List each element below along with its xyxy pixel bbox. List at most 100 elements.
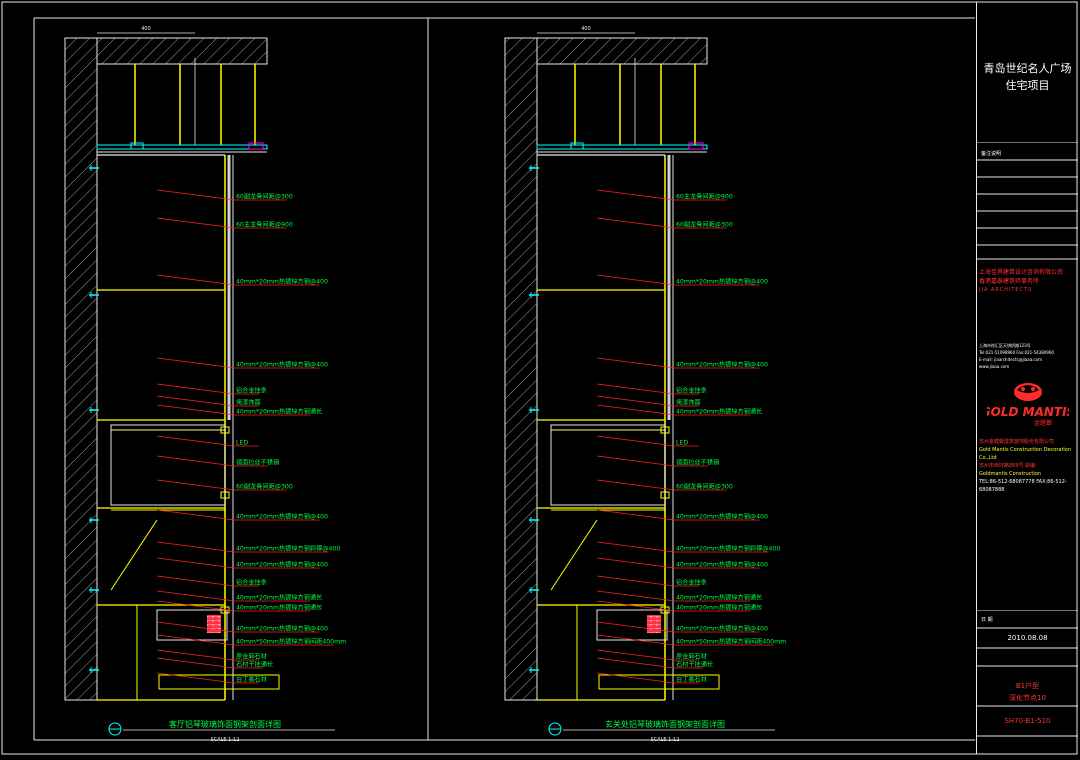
annotation-label: 40mm*20mm热镀锌方钢通长 <box>236 594 322 602</box>
firm-en: JIA ARCHITECTS <box>979 287 1033 293</box>
ceiling-joist <box>96 144 268 150</box>
sheet-number: SH70-B1-510 <box>1004 717 1051 725</box>
leader-line <box>156 590 236 602</box>
annotation-label: 铝合金挂条 <box>676 579 707 587</box>
leader-line <box>156 509 236 521</box>
annotation-label: 40mm*20mm热镀锌方钢通长 <box>676 594 762 602</box>
annotation-label: 40mm*50mm热镀锌方钢间距400mm <box>676 638 786 646</box>
joint-node <box>660 426 670 434</box>
contractor-city: 苏州市西环路888号 邮编: <box>979 463 1037 469</box>
logo-sub: 金螳螂 <box>1034 419 1052 427</box>
leader-line <box>596 649 676 661</box>
dimension-top: 400 <box>141 26 151 32</box>
annotation-label: 铝合金挂条 <box>676 387 707 395</box>
annotation-label: 40mm*20mm热镀锌方钢@400 <box>236 625 328 633</box>
joint-node <box>220 491 230 499</box>
firm-address: 上海市徐汇区天钥桥路123号 <box>979 343 1031 348</box>
ceiling-slab <box>536 37 708 65</box>
annotation-label: 40mm*20mm热镀锌方钢斜撑@400 <box>236 545 340 553</box>
annotation-label: 40mm*20mm热镀锌方钢@400 <box>236 361 328 369</box>
annotation-label: 烤漆饰面 <box>236 399 261 407</box>
ceiling-clip <box>130 142 144 150</box>
contractor-tel: TEL:86-512-68087778 FAX:86-512-68087888 <box>979 479 1067 493</box>
leader-line <box>596 404 676 416</box>
wall-hatch <box>504 37 538 701</box>
section-drawing-right: 40060主龙骨间距@90060副龙骨间距@30040mm*20mm热镀锌方钢@… <box>504 26 786 743</box>
annotation-label: 40mm*20mm热镀锌方钢通长 <box>236 408 322 416</box>
leader-line <box>156 575 236 587</box>
drawing-scale: SCALE 1:12 <box>211 737 240 743</box>
annotation-label: 镜面拉丝不锈钢 <box>676 459 719 467</box>
sheet-name: B1户型 深化节点10 <box>977 680 1078 704</box>
architect-firm: 上海佳界建筑设计咨询有限公司 香港嘉泰建筑师事务所 JIA ARCHITECTS <box>979 268 1077 295</box>
leader-line <box>156 557 236 569</box>
leader-line <box>596 634 676 646</box>
annotation-label: 镜面拉丝不锈钢 <box>236 459 279 467</box>
date-label: 日 期 <box>981 617 993 623</box>
contractor-info: 苏州金螳螂建筑装饰股份有限公司 Gold Mantis Construction… <box>979 438 1077 494</box>
diagonal-brace <box>550 519 598 591</box>
title-block: 青岛世纪名人广场 住宅项目 备注说明 上海佳界建筑设计咨询有限公司 香港嘉泰建筑… <box>976 2 1078 754</box>
annotation-label: 石材干挂通长 <box>236 661 273 669</box>
annotation-label: 40mm*20mm热镀锌方钢@400 <box>676 625 768 633</box>
annotation-label: 40mm*20mm热镀锌方钢@400 <box>236 513 328 521</box>
leader-line <box>156 357 236 369</box>
firm-cn-1: 上海佳界建筑设计咨询有限公司 <box>979 269 1064 276</box>
annotation-label: 40mm*20mm热镀锌方钢通长 <box>236 604 322 612</box>
annotation-label: 40mm*50mm热镀锌方钢间距400mm <box>236 638 346 646</box>
leader-line <box>596 383 676 395</box>
stone-plinth <box>156 609 228 641</box>
ceiling-slab <box>96 37 268 65</box>
leader-line <box>156 404 236 416</box>
leader-line <box>156 189 236 201</box>
leader-line <box>596 541 676 553</box>
annotation-label: 40mm*20mm热镀锌方钢斜撑@400 <box>676 545 780 553</box>
contractor-web: Goldmantis Construction <box>979 471 1041 477</box>
leader-line <box>156 479 236 491</box>
annotation-label: 40mm*20mm热镀锌方钢@400 <box>676 361 768 369</box>
logo-text: GOLD MANTIS <box>987 405 1069 419</box>
led-cavity <box>550 424 666 506</box>
gold-mantis-logo: GOLD MANTIS 金螳螂 <box>987 383 1069 427</box>
leader-line <box>596 657 676 669</box>
leader-line <box>156 672 236 684</box>
leader-line <box>596 395 676 407</box>
leader-line <box>156 395 236 407</box>
sheet-name-1: B1户型 <box>1015 682 1040 690</box>
annotation-label: 原金麻石材 <box>676 653 707 661</box>
firm-email: E-mail: jiaarchitects@jiaaa.com <box>979 357 1042 362</box>
dimension-top: 400 <box>581 26 591 32</box>
leader-line <box>596 455 676 467</box>
leader-line <box>596 189 676 201</box>
notes-grid <box>977 142 1078 260</box>
contractor-en: Gold Mantis Construction Decoration Co.,… <box>979 447 1072 461</box>
project-line-1: 青岛世纪名人广场 <box>983 62 1072 75</box>
annotation-label: 60副龙骨间距@300 <box>236 483 293 491</box>
leader-line <box>596 621 676 633</box>
firm-contact: 上海市徐汇区天钥桥路123号 Tel:021-51098960 Fax:021-… <box>979 342 1077 370</box>
ceiling-clip <box>688 142 704 150</box>
base-stone <box>158 674 280 690</box>
leader-line <box>596 672 676 684</box>
leader-line <box>596 435 676 447</box>
notes-label: 备注说明 <box>981 151 1002 157</box>
leader-line <box>596 575 676 587</box>
leader-line <box>596 357 676 369</box>
leader-line <box>596 600 676 612</box>
date-value: 2010.08.08 <box>1007 634 1048 642</box>
drawing-scale: SCALE 1:12 <box>651 737 680 743</box>
leader-line <box>156 649 236 661</box>
project-title: 青岛世纪名人广场 住宅项目 <box>977 60 1078 94</box>
diagonal-brace <box>110 519 158 591</box>
sheet-name-2: 深化节点10 <box>1009 694 1046 702</box>
leader-line <box>156 217 236 229</box>
leader-line <box>596 217 676 229</box>
annotation-label: 40mm*20mm热镀锌方钢通长 <box>676 408 762 416</box>
annotation-label: 40mm*20mm热镀锌方钢@400 <box>676 513 768 521</box>
ceiling-clip <box>570 142 584 150</box>
annotation-label: 白丁香石材 <box>236 676 267 684</box>
annotation-label: 铝合金挂条 <box>236 579 267 587</box>
annotation-label: 60主龙骨间距@900 <box>236 221 293 229</box>
base-stone <box>598 674 720 690</box>
